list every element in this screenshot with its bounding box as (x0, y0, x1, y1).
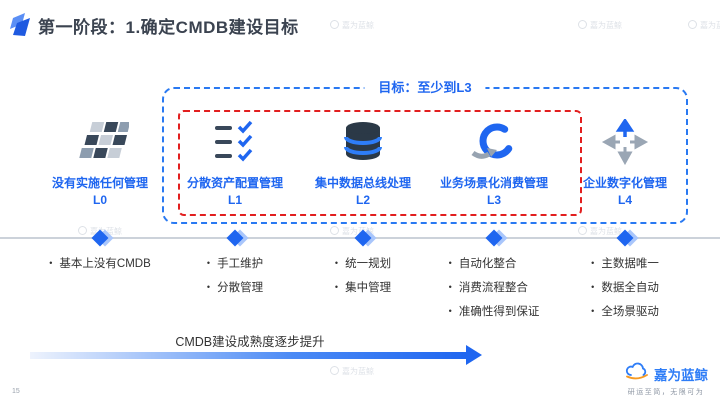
sync-arrow-icon (429, 116, 559, 168)
watermark: 嘉为蓝鲸 (578, 226, 622, 237)
watermark: 嘉为蓝鲸 (688, 20, 720, 31)
maturity-arrow (30, 352, 468, 359)
level-bullets-l1: 手工维护 分散管理 (170, 252, 300, 300)
bullet-item: 消费流程整合 (449, 276, 540, 300)
level-name: 集中数据总线处理 (314, 176, 411, 190)
expand-arrows-icon (560, 116, 690, 168)
watermark-text: 嘉为蓝鲸 (590, 227, 622, 236)
level-column-l1: 分散资产配置管理 L1 (170, 116, 300, 207)
bullet-item: 主数据唯一 (591, 252, 659, 276)
watermark-logo-icon (78, 226, 87, 235)
watermark: 嘉为蓝鲸 (578, 20, 622, 31)
brand-logo: 嘉为蓝鲸 研运至简，无限可为 (624, 362, 708, 397)
timeline-marker-l1 (228, 229, 248, 249)
watermark-text: 嘉为蓝鲸 (342, 367, 374, 376)
page-title: 第一阶段：1.确定CMDB建设目标 (38, 18, 299, 37)
level-name: 没有实施任何管理 (51, 176, 148, 190)
goal-badge: 目标：至少到L3 (364, 78, 486, 98)
level-column-l4: 企业数字化管理 L4 (560, 116, 690, 207)
timeline-marker-l4 (618, 229, 638, 249)
bullet-item: 自动化整合 (449, 252, 540, 276)
watermark: 嘉为蓝鲸 (330, 20, 374, 31)
watermark-logo-icon (688, 20, 697, 29)
level-column-l3: 业务场景化消费管理 L3 (429, 116, 559, 207)
watermark: 嘉为蓝鲸 (330, 366, 374, 377)
bullet-item: 分散管理 (207, 276, 263, 300)
watermark-logo-icon (330, 226, 339, 235)
level-name: 分散资产配置管理 (186, 176, 283, 190)
cloud-logo-icon (624, 362, 650, 385)
bullet-item: 手工维护 (207, 252, 263, 276)
grid-icon (35, 116, 165, 168)
slide-title-icon (10, 11, 32, 42)
maturity-arrow-head (466, 345, 482, 365)
page-number: 15 (12, 388, 20, 395)
bullet-item: 准确性得到保证 (449, 300, 540, 324)
watermark-logo-icon (578, 226, 587, 235)
level-code: L3 (486, 193, 501, 207)
timeline-marker-l0 (93, 229, 113, 249)
brand-tagline: 研运至简，无限可为 (627, 389, 705, 396)
bullet-item: 全场景驱动 (591, 300, 659, 324)
bullet-item: 数据全自动 (591, 276, 659, 300)
brand-name: 嘉为蓝鲸 (654, 367, 708, 383)
level-bullets-l3: 自动化整合 消费流程整合 准确性得到保证 (429, 252, 559, 324)
level-bullets-l4: 主数据唯一 数据全自动 全场景驱动 (560, 252, 690, 324)
watermark-text: 嘉为蓝鲸 (700, 21, 720, 30)
maturity-arrow-label: CMDB建设成熟度逐步提升 (175, 335, 325, 349)
level-name: 业务场景化消费管理 (439, 176, 548, 190)
level-code: L2 (355, 193, 370, 207)
level-bullets-l0: 基本上没有CMDB (35, 252, 165, 276)
checklist-icon (170, 116, 300, 168)
goal-range-box: 目标：至少到L3 (162, 78, 688, 224)
level-bullets-l2: 统一规划 集中管理 (298, 252, 428, 300)
watermark-logo-icon (330, 20, 339, 29)
watermark-text: 嘉为蓝鲸 (590, 21, 622, 30)
level-code: L1 (227, 193, 242, 207)
timeline-marker-l3 (487, 229, 507, 249)
level-code: L0 (92, 193, 107, 207)
bullet-item: 集中管理 (335, 276, 391, 300)
watermark-text: 嘉为蓝鲸 (342, 21, 374, 30)
watermark-logo-icon (330, 366, 339, 375)
timeline-marker-l2 (356, 229, 376, 249)
bullet-item: 统一规划 (335, 252, 391, 276)
level-name: 企业数字化管理 (582, 176, 667, 190)
level-column-l0: 没有实施任何管理 L0 (35, 116, 165, 207)
bullet-item: 基本上没有CMDB (49, 252, 150, 276)
database-icon (298, 116, 428, 168)
level-code: L4 (617, 193, 632, 207)
watermark-logo-icon (578, 20, 587, 29)
level-column-l2: 集中数据总线处理 L2 (298, 116, 428, 207)
target-highlight-box (178, 110, 582, 216)
